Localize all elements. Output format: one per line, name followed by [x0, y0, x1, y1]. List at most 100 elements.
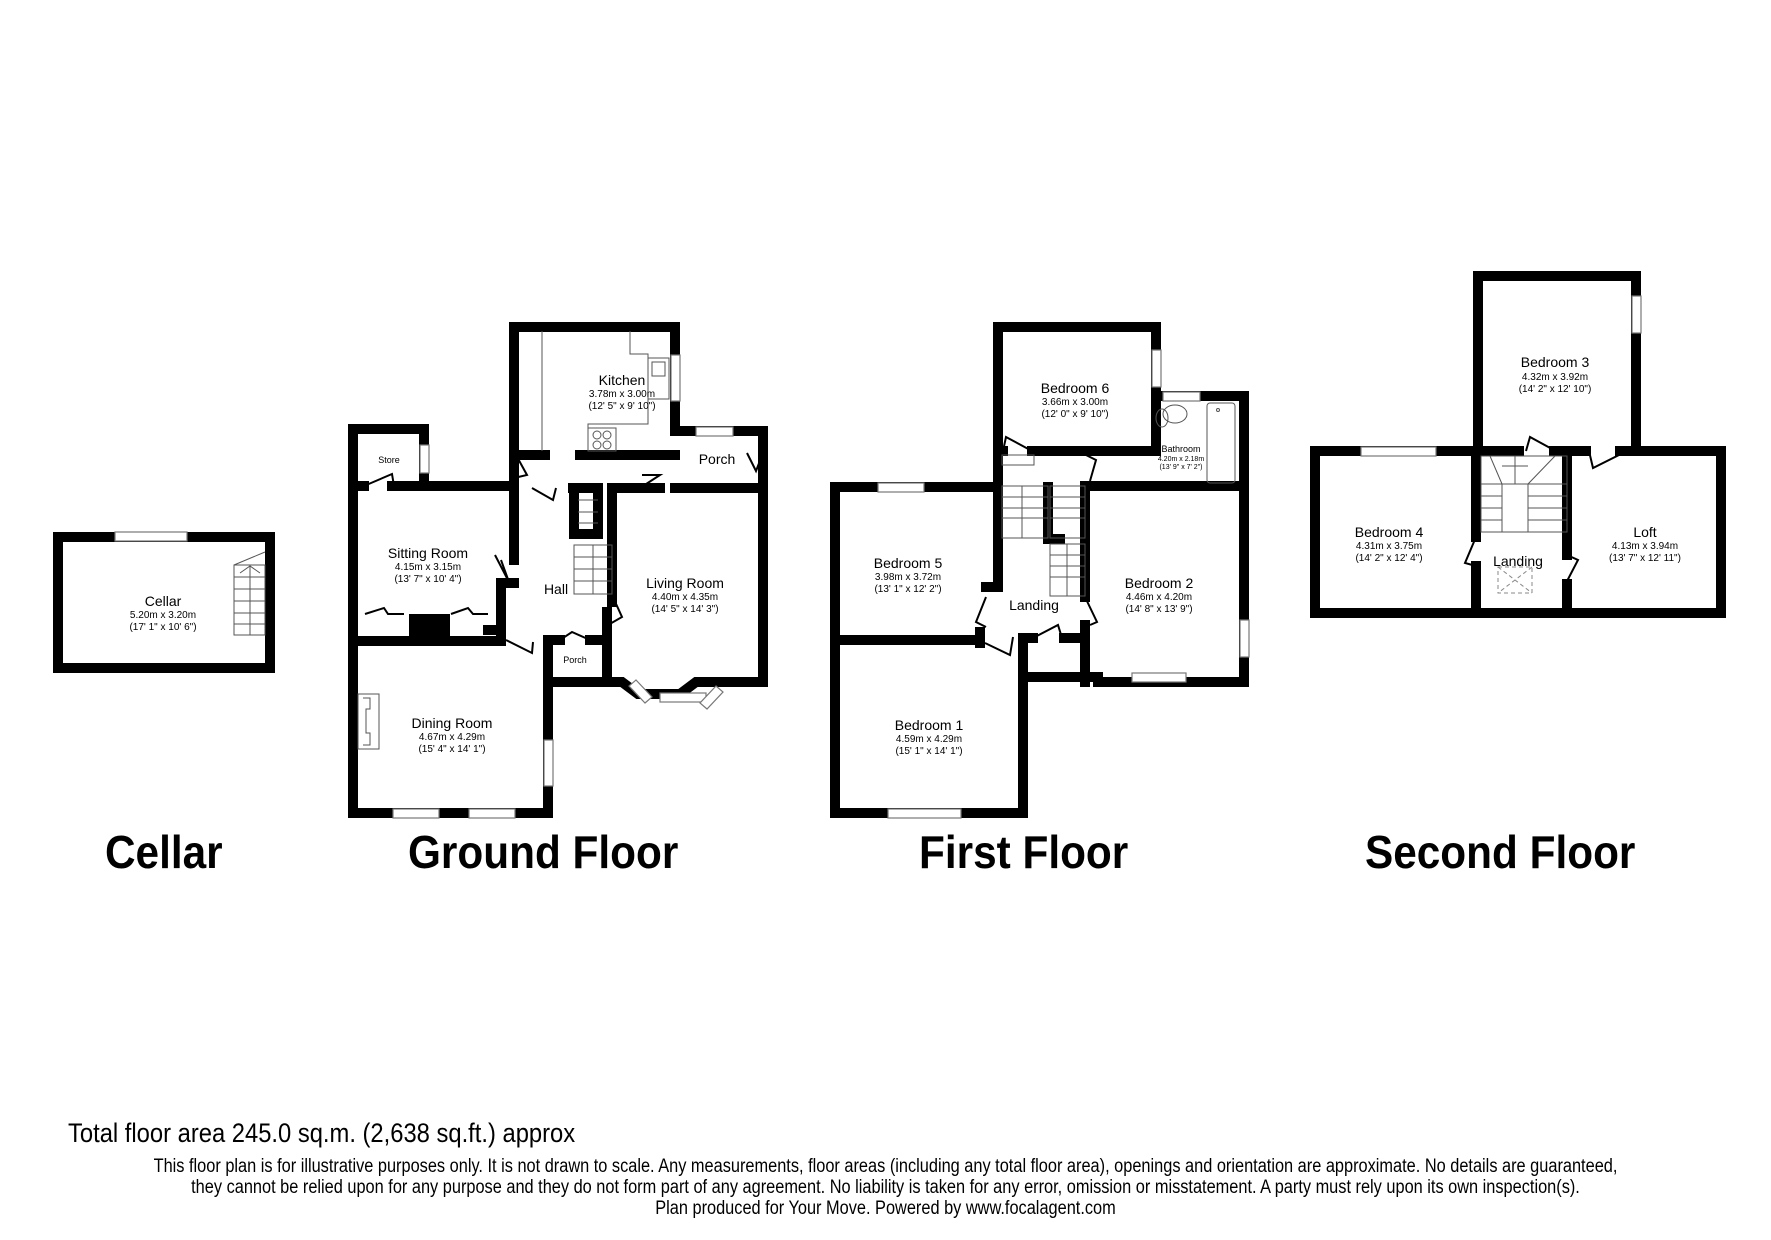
room-metric-bedroom2: 4.46m x 4.20m: [1126, 592, 1192, 603]
room-metric-living-room: 4.40m x 4.35m: [652, 592, 718, 603]
door-icon: [984, 636, 1014, 657]
room-name-loft: Loft: [1633, 524, 1656, 540]
window-icon: [419, 444, 430, 474]
room-name-hall: Hall: [544, 581, 568, 597]
total-floor-area: Total floor area 245.0 sq.m. (2,638 sq.f…: [68, 1118, 576, 1148]
room-name-bedroom5: Bedroom 5: [874, 555, 943, 571]
room-metric-sitting-room: 4.15m x 3.15m: [395, 562, 461, 573]
room-name-dining-room: Dining Room: [412, 715, 493, 731]
door-icon: [974, 596, 987, 628]
door-icon: [559, 630, 591, 641]
window-icon: [628, 679, 653, 704]
first-outer-walls: [993, 322, 1249, 687]
door-icon: [1588, 450, 1620, 470]
cupboard-door-icon: [364, 606, 404, 615]
door-icon: [1564, 554, 1580, 586]
room-name-living-room: Living Room: [646, 575, 724, 591]
floor-label-second: Second Floor: [1365, 826, 1636, 878]
room-name-bedroom6: Bedroom 6: [1041, 380, 1110, 396]
door-icon: [513, 454, 529, 479]
stairs-icon: [1480, 455, 1568, 533]
room-metric-dining-room: 4.67m x 4.29m: [419, 732, 485, 743]
room-metric-bedroom5: 3.98m x 3.72m: [875, 572, 941, 583]
cellar-plan: Cellar 5.20m x 3.20m (17' 1" x 10' 6"): [53, 531, 275, 673]
room-name-bedroom1: Bedroom 1: [895, 717, 964, 733]
window-icon: [699, 685, 724, 710]
room-imperial-living-room: (14' 5" x 14' 3"): [651, 604, 718, 615]
stairs-icon: [233, 551, 266, 636]
second-outer-walls: [1310, 271, 1726, 618]
room-imperial-bedroom1: (15' 1" x 14' 1"): [895, 746, 962, 757]
room-imperial-bedroom3: (14' 2" x 12' 10"): [1519, 384, 1592, 395]
room-metric-bedroom4: 4.31m x 3.75m: [1356, 541, 1422, 552]
door-icon: [505, 639, 534, 655]
room-metric-kitchen: 3.78m x 3.00m: [589, 389, 655, 400]
window-icon: [1162, 391, 1201, 402]
disclaimer-line: This floor plan is for illustrative purp…: [153, 1156, 1618, 1177]
room-imperial-bedroom4: (14' 2" x 12' 4"): [1355, 553, 1422, 564]
credit-line: Plan produced for Your Move. Powered by …: [655, 1198, 1116, 1219]
room-name-porch-front: Porch: [563, 655, 587, 665]
door-icon: [531, 487, 557, 502]
room-imperial-kitchen: (12' 5" x 9' 10"): [588, 401, 655, 412]
room-metric-loft: 4.13m x 3.94m: [1612, 541, 1678, 552]
window-icon: [543, 739, 554, 787]
window-icon: [468, 808, 516, 819]
room-imperial-cellar: (17' 1" x 10' 6"): [129, 622, 196, 633]
door-icon: [1525, 435, 1553, 452]
room-name-landing-second: Landing: [1493, 553, 1543, 569]
room-metric-bathroom: 4.20m x 2.18m: [1158, 456, 1204, 463]
disclaimer: This floor plan is for illustrative purp…: [0, 1156, 1771, 1219]
floor-label-cellar: Cellar: [105, 826, 223, 878]
window-icon: [659, 692, 707, 703]
room-imperial-dining-room: (15' 4" x 14' 1"): [418, 744, 485, 755]
room-imperial-bedroom5: (13' 1" x 12' 2"): [874, 584, 941, 595]
room-name-kitchen: Kitchen: [599, 372, 646, 388]
room-imperial-loft: (13' 7" x 12' 11"): [1609, 553, 1681, 564]
first-floor-plan: Bedroom 6 3.66m x 3.00m (12' 0" x 9' 10"…: [830, 322, 1250, 819]
room-name-bathroom: Bathroom: [1161, 444, 1200, 454]
door-icon: [607, 594, 624, 626]
room-metric-bedroom1: 4.59m x 4.29m: [896, 734, 962, 745]
stairs-icon: [1001, 454, 1086, 597]
room-name-bedroom3: Bedroom 3: [1521, 354, 1590, 370]
window-icon: [392, 808, 440, 819]
loft-hatch-icon: [1497, 566, 1533, 594]
door-icon: [639, 474, 664, 489]
window-icon: [670, 354, 681, 402]
room-imperial-bedroom2: (14' 8" x 13' 9"): [1125, 604, 1192, 615]
room-name-sitting-room: Sitting Room: [388, 545, 468, 561]
window-icon: [1631, 295, 1642, 334]
window-icon: [1131, 672, 1187, 683]
room-imperial-sitting-room: (13' 7" x 10' 4"): [394, 574, 461, 585]
door-icon: [494, 554, 510, 583]
room-name-porch-rear: Porch: [699, 451, 736, 467]
window-icon: [1239, 619, 1250, 658]
window-icon: [1151, 349, 1162, 388]
window-icon: [877, 482, 925, 493]
window-icon: [695, 426, 734, 437]
door-icon: [363, 472, 395, 487]
room-name-landing-first: Landing: [1009, 597, 1059, 613]
bathroom-fixtures-icon: [1155, 402, 1236, 484]
door-icon: [1084, 596, 1099, 626]
disclaimer-line: they cannot be relied upon for any purpo…: [191, 1177, 1580, 1198]
room-name-cellar: Cellar: [145, 593, 182, 609]
door-icon: [1002, 435, 1033, 452]
kitchen-units-icon: [541, 331, 670, 452]
stairs-icon: [573, 499, 613, 595]
window-icon: [887, 808, 962, 819]
door-icon: [1081, 452, 1098, 482]
room-name-bedroom4: Bedroom 4: [1355, 524, 1424, 540]
door-icon: [746, 452, 764, 474]
room-metric-bedroom6: 3.66m x 3.00m: [1042, 397, 1108, 408]
room-metric-cellar: 5.20m x 3.20m: [130, 610, 196, 621]
room-imperial-bathroom: (13' 9" x 7' 2"): [1159, 464, 1202, 471]
fireplace-icon: [357, 693, 380, 750]
window-icon: [114, 531, 188, 542]
door-icon: [1463, 536, 1477, 567]
second-floor-plan: Bedroom 3 4.32m x 3.92m (14' 2" x 12' 10…: [1310, 271, 1726, 618]
room-name-bedroom2: Bedroom 2: [1125, 575, 1194, 591]
cupboard-door-icon: [450, 606, 488, 615]
